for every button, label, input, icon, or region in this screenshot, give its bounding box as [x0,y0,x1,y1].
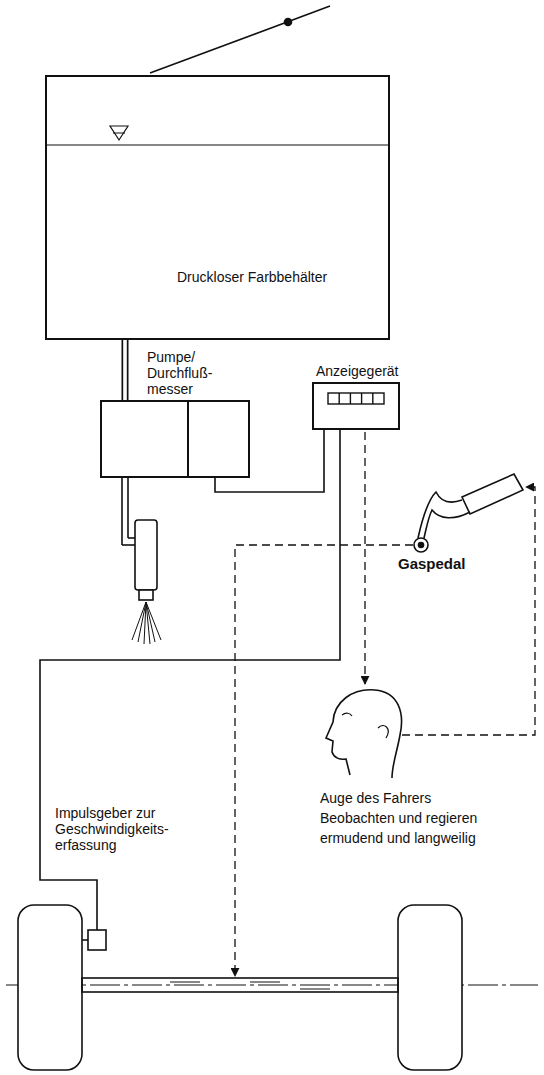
supply-pipe [125,340,126,400]
pump-divider [187,402,189,476]
pump-flowmeter: Pumpe/ Durchfluß- messer [100,400,250,478]
tank-lid [150,6,330,73]
spray-nozzle [135,520,157,590]
pulse-sensor [88,930,106,950]
node-heading: Anzeigegerät [316,363,399,379]
display-digits [314,384,398,428]
driver-head [326,690,402,778]
lid-hinge [285,19,292,26]
caption-note: Auge des Fahrers [320,790,431,806]
node-heading: Pumpe/ Durchfluß- messer [147,349,227,397]
level-symbol [110,126,128,140]
level-symbol-line [113,133,125,134]
axle-shading [170,982,330,989]
caption-note: ermudend und langweilig [320,830,476,846]
caption-note: Beobachten und regieren [320,810,477,826]
spray-jet [132,602,161,644]
caption-note: Impulsgeber zur Geschwindigkeits- erfass… [55,805,187,853]
wire [215,430,324,492]
part-label: Gaspedal [398,556,466,572]
sensor-wire [40,430,340,930]
right-wheel [398,905,462,1070]
fluid-level [47,144,388,145]
node-label: Druckloser Farbbehälter [177,269,327,285]
paint-tank: Druckloser Farbbehälter [45,75,390,340]
pipe-wall [122,340,129,400]
control-loop [235,432,535,976]
nozzle-tip [139,590,153,600]
signal-wire [215,430,324,492]
gas-pedal [414,474,523,552]
left-wheel [18,905,82,1070]
pipe-bore [123,340,127,400]
nozzle-pipe [122,478,135,545]
display-unit: Anzeigegerät [312,382,400,430]
axle-tube [82,978,398,992]
sensor-stem [82,939,88,941]
